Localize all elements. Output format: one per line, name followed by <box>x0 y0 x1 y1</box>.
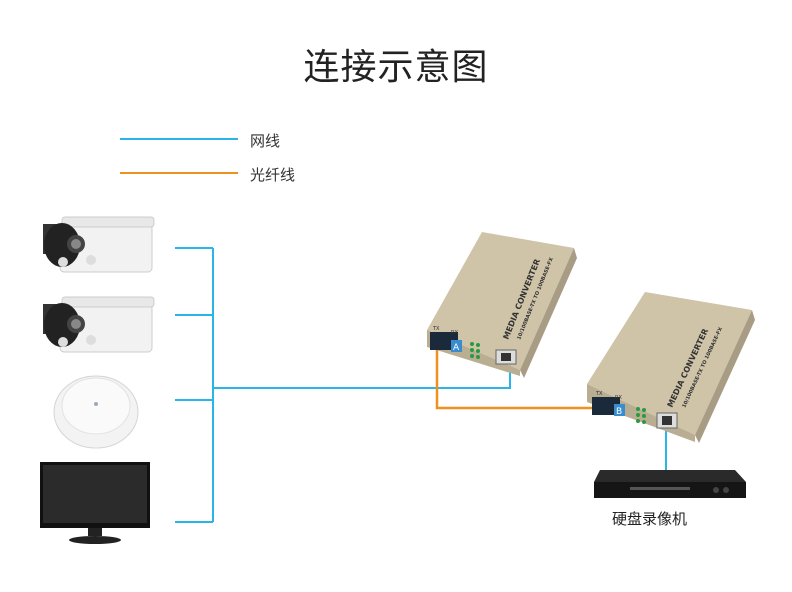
media-converter-a: A TX RX MEDIA CONVERTER 10/100BASE-TX TO… <box>427 232 577 378</box>
converter-a-port-label: A <box>453 343 460 353</box>
dvr-device <box>594 470 746 498</box>
converter-b-port-label: B <box>616 407 622 417</box>
converter-a-tx: TX <box>432 326 440 332</box>
camera-1 <box>43 216 155 273</box>
converter-a-rx: RX <box>451 330 458 336</box>
dvr-label: 硬盘录像机 <box>612 510 688 528</box>
legend-network-label: 网线 <box>250 132 281 150</box>
legend-fiber-label: 光纤线 <box>250 166 296 184</box>
camera-2 <box>43 296 155 353</box>
converter-b-tx: TX <box>595 391 603 397</box>
converter-b-rx: RX <box>615 395 622 401</box>
fiber-cable <box>435 345 602 410</box>
page-title: 连接示意图 <box>303 47 489 88</box>
monitor <box>40 462 150 544</box>
wireless-ap <box>53 375 139 449</box>
media-converter-b: B TX RX MEDIA CONVERTER 10/100BASE-TX TO… <box>587 292 755 443</box>
